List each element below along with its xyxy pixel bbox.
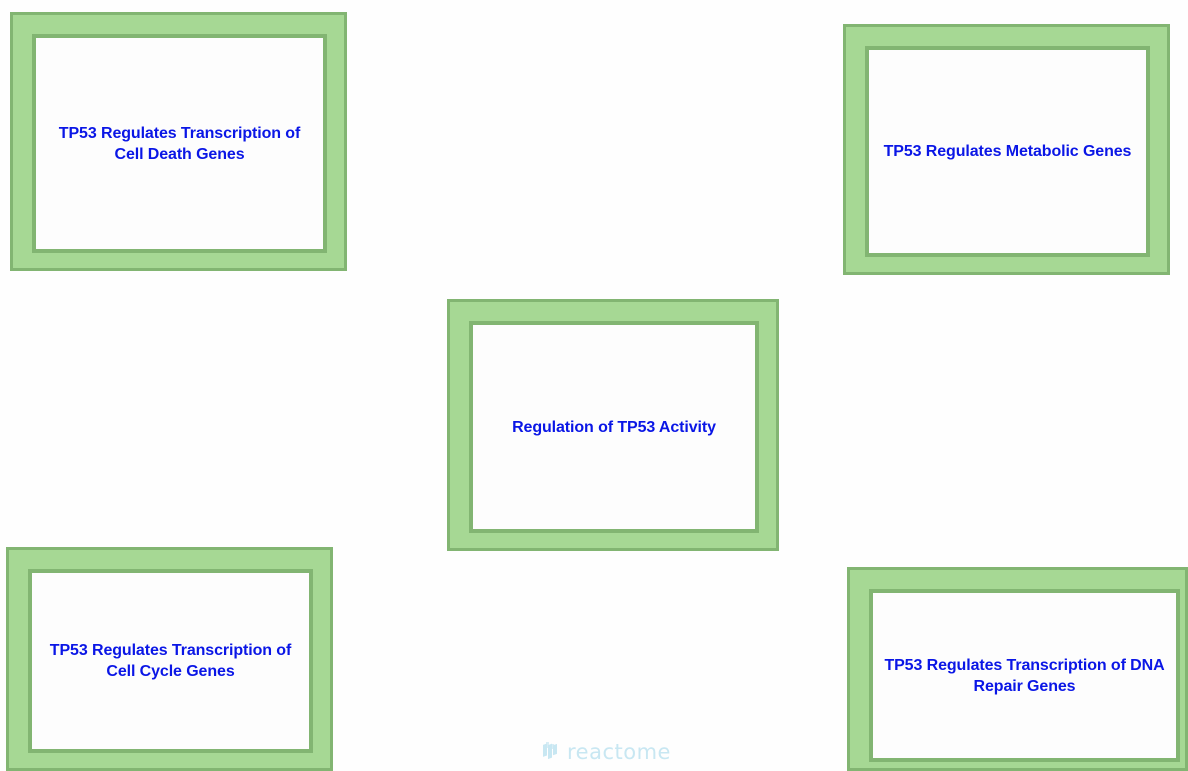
reactome-watermark: reactome [540,738,671,766]
pathway-label: TP53 Regulates Transcription of Cell Dea… [58,124,301,163]
pathway-node-tp53-activity[interactable]: Regulation of TP53 Activity [447,299,779,551]
pathway-node-metabolic[interactable]: TP53 Regulates Metabolic Genes [843,24,1170,275]
pathway-node-inner: TP53 Regulates Metabolic Genes [865,46,1150,257]
pathway-node-cell-death[interactable]: TP53 Regulates Transcription of Cell Dea… [10,12,347,271]
pathway-label: TP53 Regulates Metabolic Genes [883,143,1132,160]
pathway-label: Regulation of TP53 Activity [512,418,716,436]
pathway-label: TP53 Regulates Transcription of DNA Repa… [884,656,1165,695]
pathway-node-dna-repair[interactable]: TP53 Regulates Transcription of DNA Repa… [847,567,1188,771]
pathway-label: TP53 Regulates Transcription of Cell Cyc… [49,642,292,680]
pathway-node-inner: TP53 Regulates Transcription of Cell Dea… [32,34,327,253]
pathway-node-inner: Regulation of TP53 Activity [469,321,759,533]
pathway-node-inner: TP53 Regulates Transcription of DNA Repa… [869,589,1180,762]
pathway-node-inner: TP53 Regulates Transcription of Cell Cyc… [28,569,313,753]
watermark-text: reactome [567,740,671,764]
pathway-node-cell-cycle[interactable]: TP53 Regulates Transcription of Cell Cyc… [6,547,333,771]
reactome-logo-icon [543,742,557,760]
